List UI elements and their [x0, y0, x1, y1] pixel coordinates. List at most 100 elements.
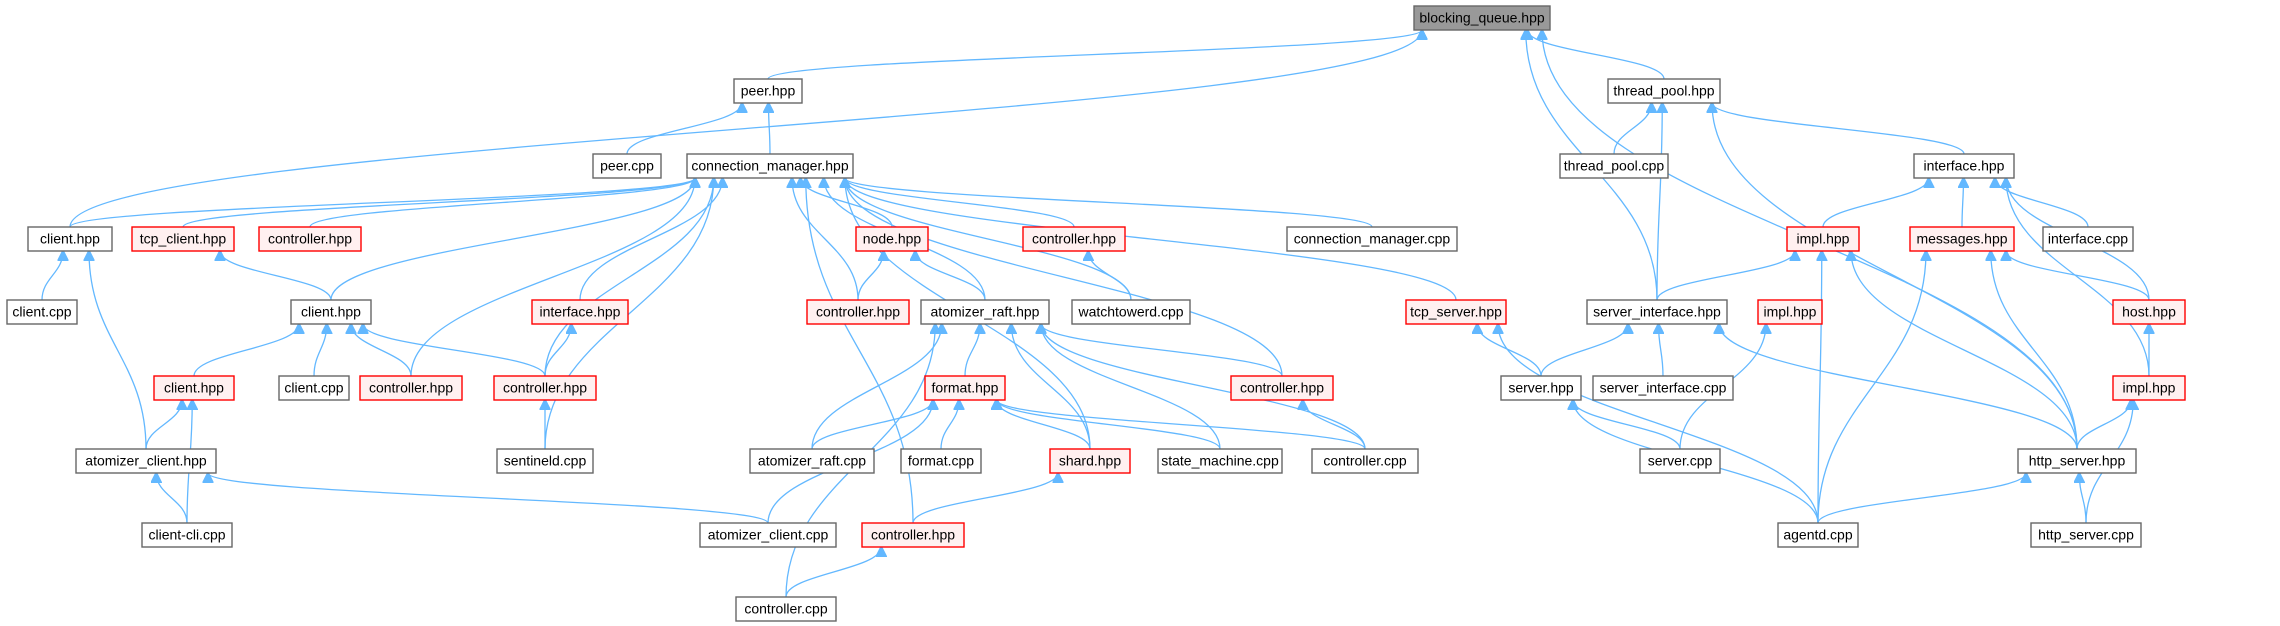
node-agentd-cpp[interactable]: agentd.cpp: [1777, 522, 1859, 548]
node-box: [1639, 448, 1721, 474]
node-label: agentd.cpp: [1783, 527, 1852, 543]
node-box: [1777, 522, 1859, 548]
node-label: server.cpp: [1648, 453, 1713, 469]
node-watchtowerd-cpp[interactable]: watchtowerd.cpp: [1071, 299, 1191, 325]
node-box: [2112, 375, 2186, 401]
node-client-hpp[interactable]: client.hpp: [27, 226, 113, 252]
node-box: [749, 448, 875, 474]
node-box: [1230, 375, 1334, 401]
edge-if_h-to-tp_h: [1712, 103, 1965, 155]
node-controller-hpp[interactable]: controller.hpp: [493, 375, 597, 401]
node-controller-hpp[interactable]: controller.hpp: [1230, 375, 1334, 401]
node-http-server-hpp[interactable]: http_server.hpp: [2017, 448, 2137, 474]
node-server-hpp[interactable]: server.hpp: [1500, 375, 1582, 401]
node-label: tcp_server.hpp: [1410, 304, 1502, 320]
node-peer-cpp[interactable]: peer.cpp: [592, 153, 662, 179]
node-impl-hpp[interactable]: impl.hpp: [1786, 226, 1860, 252]
node-label: impl.hpp: [2123, 380, 2176, 396]
node-controller-cpp[interactable]: controller.cpp: [1311, 448, 1419, 474]
node-thread-pool-cpp[interactable]: thread_pool.cpp: [1559, 153, 1669, 179]
node-box: [1157, 448, 1283, 474]
node-controller-hpp[interactable]: controller.hpp: [1022, 226, 1126, 252]
edge-ctl_h5-to-cl_h2: [363, 324, 546, 377]
node-http-server-cpp[interactable]: http_server.cpp: [2030, 522, 2142, 548]
node-client-cli-cpp[interactable]: client-cli.cpp: [141, 522, 233, 548]
node-controller-hpp[interactable]: controller.hpp: [806, 299, 910, 325]
node-box: [359, 375, 463, 401]
edge-srv_c-to-srv_h: [1573, 400, 1681, 450]
node-box: [1592, 375, 1734, 401]
node-label: controller.hpp: [268, 231, 352, 247]
node-box: [1022, 226, 1126, 252]
node-messages-hpp[interactable]: messages.hpp: [1909, 226, 2015, 252]
edge-wt_c-to-ctl_h2: [1088, 251, 1132, 301]
node-server-interface-cpp[interactable]: server_interface.cpp: [1592, 375, 1734, 401]
node-host-hpp[interactable]: host.hpp: [2112, 299, 2186, 325]
node-impl-hpp[interactable]: impl.hpp: [1757, 299, 1823, 325]
edge-tp_h-to-bq: [1528, 30, 1665, 80]
edge-http_h-to-impl_h1: [1851, 251, 2078, 450]
node-box: [1909, 226, 2015, 252]
edge-shard_h-to-ar_h: [1011, 324, 1091, 450]
node-interface-hpp[interactable]: interface.hpp: [531, 299, 629, 325]
edge-ctl_c1-to-ar_h: [1041, 324, 1366, 450]
node-tcp-client-hpp[interactable]: tcp_client.hpp: [131, 226, 235, 252]
node-server-cpp[interactable]: server.cpp: [1639, 448, 1721, 474]
edge-ctl_c1-to-ctl_h6: [1303, 400, 1366, 450]
edge-sm_c-to-ar_h: [1041, 324, 1221, 450]
node-label: client-cli.cpp: [148, 527, 225, 543]
node-state-machine-cpp[interactable]: state_machine.cpp: [1157, 448, 1283, 474]
node-label: sentineld.cpp: [504, 453, 587, 469]
edge-sm_c-to-fmt_h: [997, 400, 1221, 450]
node-server-interface-hpp[interactable]: server_interface.hpp: [1586, 299, 1728, 325]
node-atomizer-client-hpp[interactable]: atomizer_client.hpp: [75, 448, 217, 474]
node-label: controller.cpp: [744, 601, 827, 617]
node-interface-hpp[interactable]: interface.hpp: [1913, 153, 2015, 179]
node-blocking-queue-hpp[interactable]: blocking_queue.hpp: [1413, 5, 1551, 31]
node-controller-hpp[interactable]: controller.hpp: [359, 375, 463, 401]
edge-ctl_h6-to-cm_h: [845, 178, 1283, 377]
edge-ctl_h1-to-cm_h: [309, 178, 695, 228]
edge-agentd_c-to-impl_h1: [1818, 251, 1822, 524]
node-box: [1913, 153, 2015, 179]
node-box: [1500, 375, 1582, 401]
node-label: blocking_queue.hpp: [1419, 10, 1545, 26]
node-box: [686, 153, 854, 179]
node-box: [1071, 299, 1191, 325]
edge-ctl_c1-to-fmt_h: [997, 400, 1366, 450]
edge-cl_h2-to-cm_h: [330, 178, 695, 301]
edge-ctl_h5-to-ifc_h: [544, 324, 571, 377]
node-tcp-server-hpp[interactable]: tcp_server.hpp: [1405, 299, 1507, 325]
node-box: [1586, 299, 1728, 325]
node-client-cpp[interactable]: client.cpp: [278, 375, 350, 401]
node-connection-manager-cpp[interactable]: connection_manager.cpp: [1286, 226, 1458, 252]
edge-ac_h-to-cl_h3: [145, 400, 182, 450]
node-atomizer-raft-cpp[interactable]: atomizer_raft.cpp: [749, 448, 875, 474]
node-interface-cpp[interactable]: interface.cpp: [2042, 226, 2134, 252]
edge-http_h-to-msg_h: [1991, 251, 2078, 450]
node-client-hpp[interactable]: client.hpp: [290, 299, 372, 325]
node-label: server_interface.cpp: [1600, 380, 1727, 396]
edge-layer: [41, 30, 2149, 598]
node-node-hpp[interactable]: node.hpp: [855, 226, 929, 252]
node-client-hpp[interactable]: client.hpp: [153, 375, 235, 401]
edge-ar_c-to-ar_h: [811, 324, 942, 450]
edge-ctl_h4-to-cm_h: [410, 178, 695, 377]
node-impl-hpp[interactable]: impl.hpp: [2112, 375, 2186, 401]
node-atomizer-raft-hpp[interactable]: atomizer_raft.hpp: [920, 299, 1050, 325]
node-format-hpp[interactable]: format.hpp: [924, 375, 1006, 401]
node-thread-pool-hpp[interactable]: thread_pool.hpp: [1607, 78, 1721, 104]
node-label: controller.hpp: [1240, 380, 1324, 396]
node-controller-cpp[interactable]: controller.cpp: [735, 596, 837, 622]
node-sentineld-cpp[interactable]: sentineld.cpp: [496, 448, 594, 474]
edge-http_h-to-si_h: [1719, 324, 2078, 450]
node-shard-hpp[interactable]: shard.hpp: [1049, 448, 1131, 474]
node-atomizer-client-cpp[interactable]: atomizer_client.cpp: [699, 522, 837, 548]
node-connection-manager-hpp[interactable]: connection_manager.hpp: [686, 153, 854, 179]
node-client-cpp[interactable]: client.cpp: [6, 299, 78, 325]
node-format-cpp[interactable]: format.cpp: [900, 448, 982, 474]
node-label: host.hpp: [2122, 304, 2176, 320]
node-controller-hpp[interactable]: controller.hpp: [861, 522, 965, 548]
node-peer-hpp[interactable]: peer.hpp: [733, 78, 803, 104]
node-controller-hpp[interactable]: controller.hpp: [258, 226, 362, 252]
